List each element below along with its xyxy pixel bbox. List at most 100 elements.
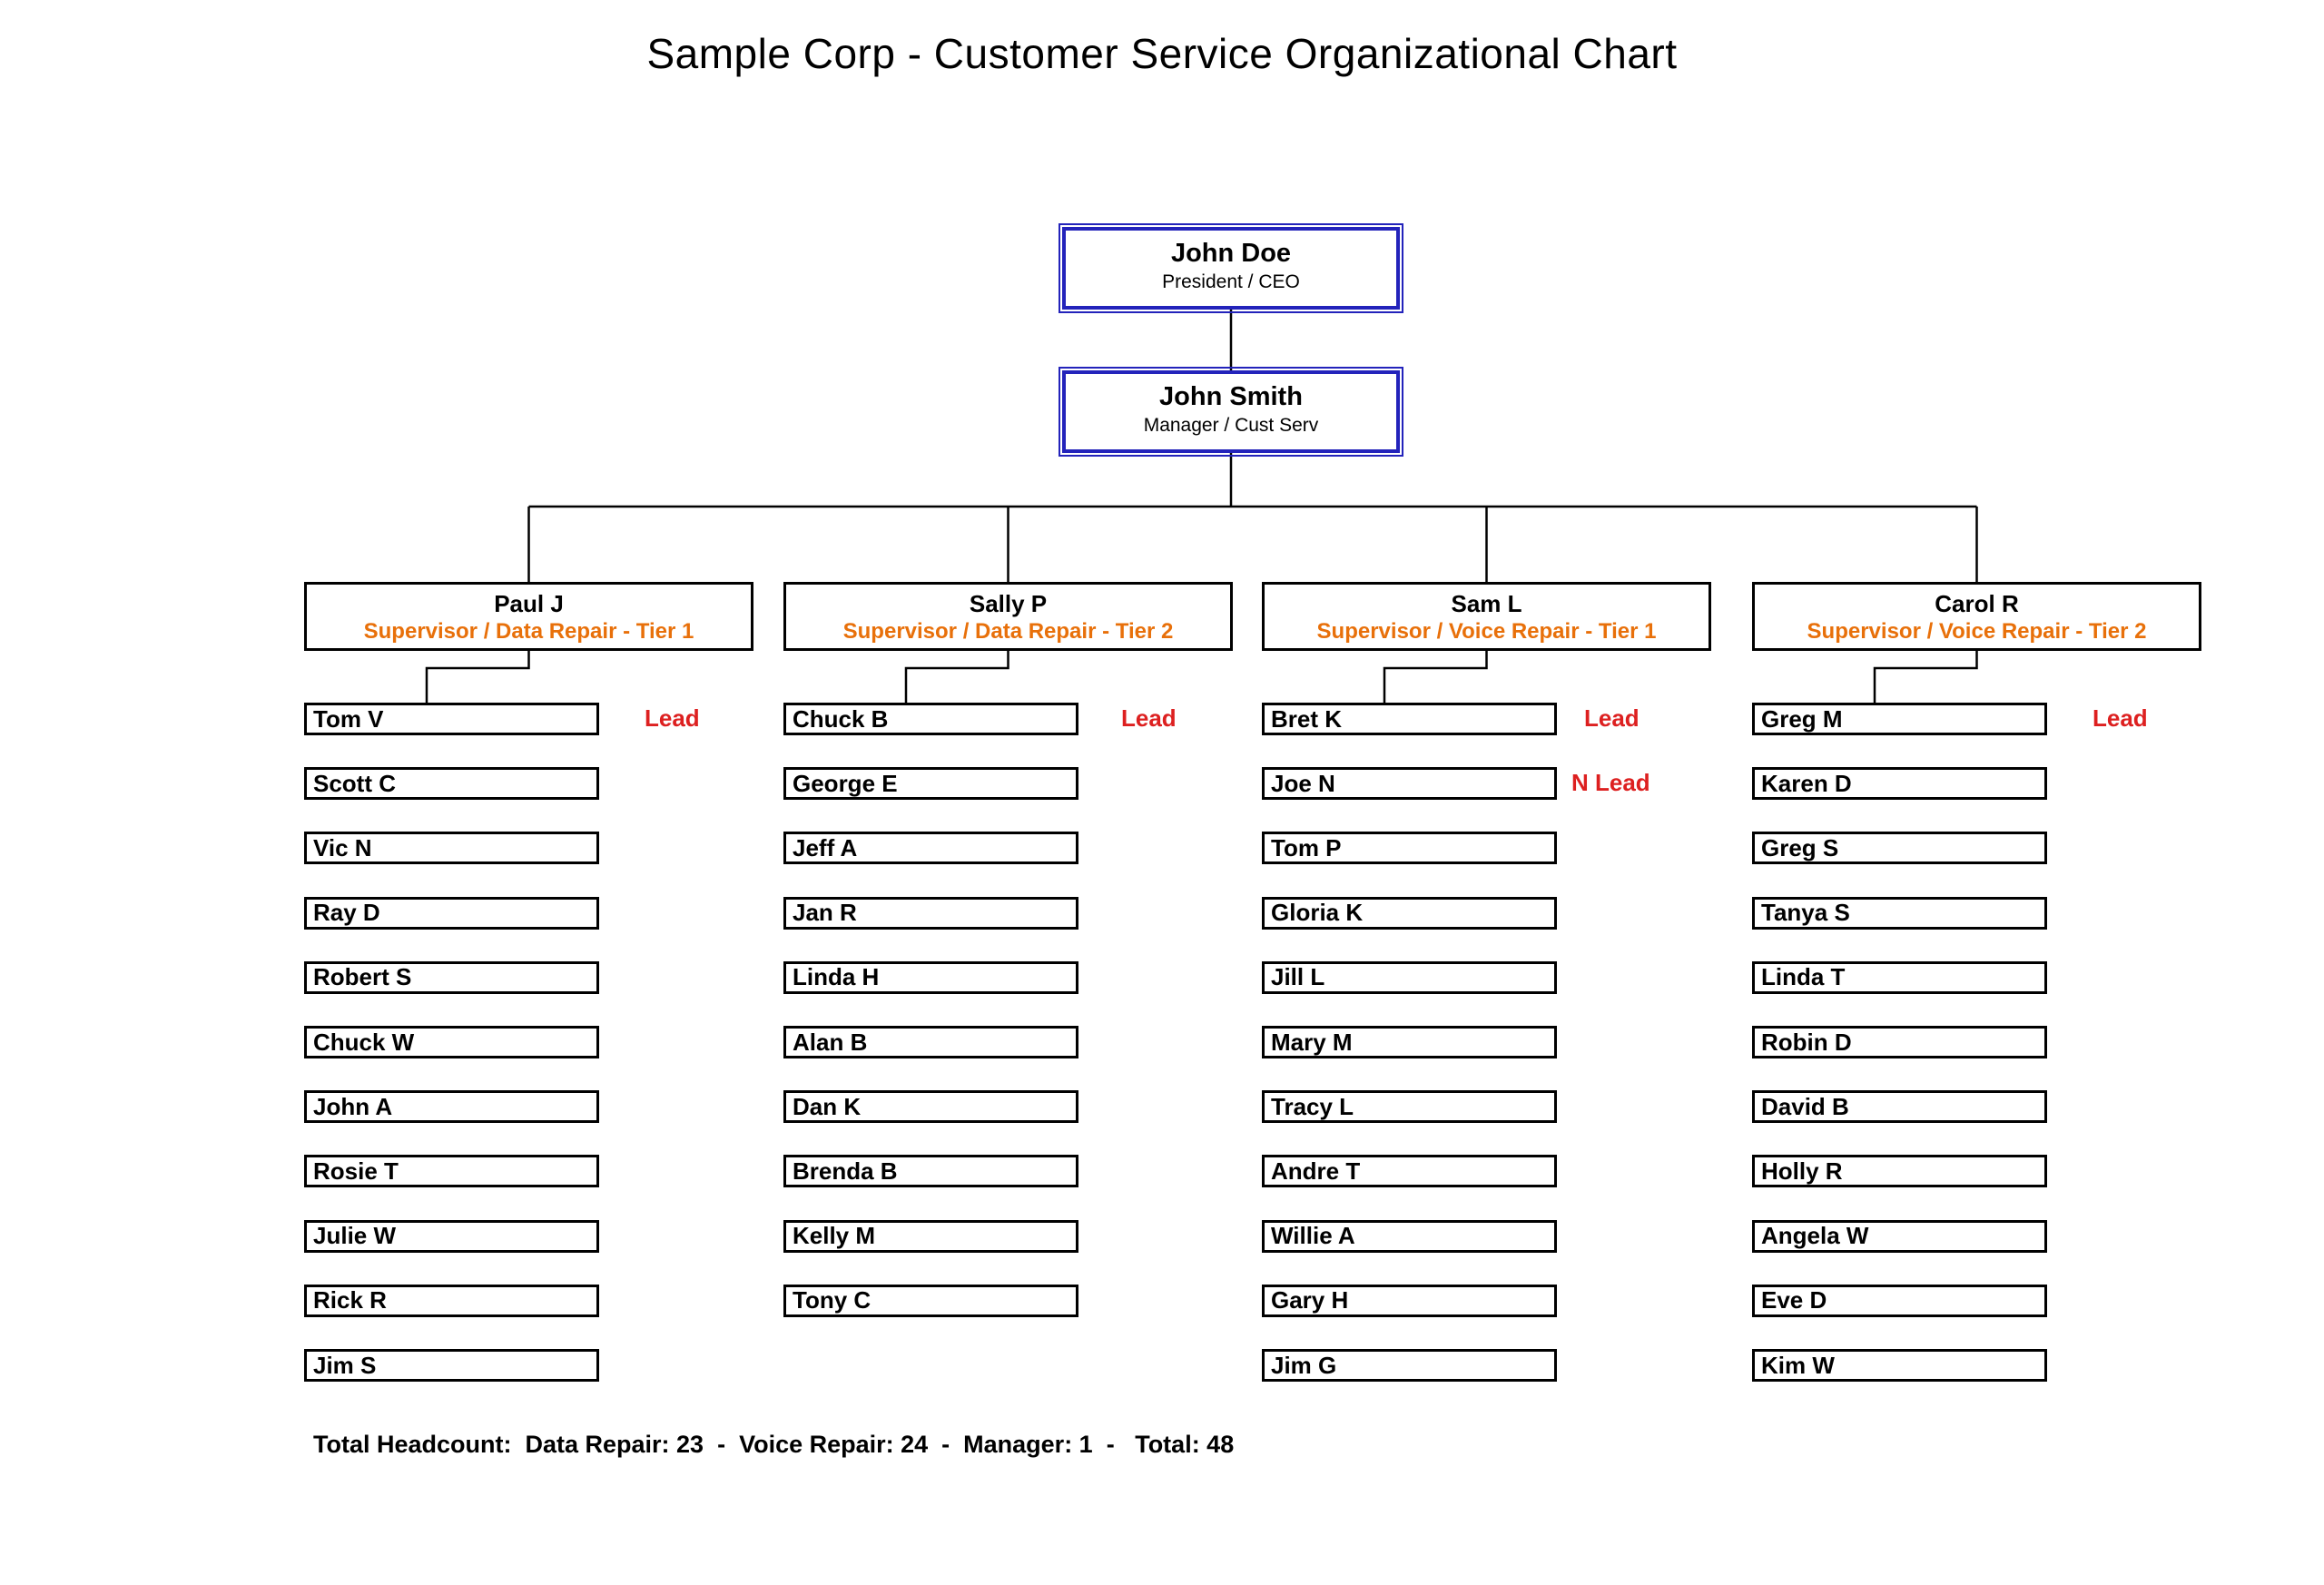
manager-name: John Smith [1159,382,1303,411]
member-box: Eve D [1752,1284,2047,1317]
supervisor-role: Supervisor / Voice Repair - Tier 2 [1807,619,2147,644]
supervisor-role: Supervisor / Data Repair - Tier 2 [842,619,1174,644]
member-name: Andre T [1271,1157,1361,1185]
member-box: Rick R [304,1284,599,1317]
headcount-summary: Total Headcount: Data Repair: 23 - Voice… [313,1431,1235,1458]
member-box: Jim S [304,1349,599,1382]
ceo-role: President / CEO [1162,271,1300,292]
member-name: Bret K [1271,704,1343,733]
member-box: Rosie T [304,1155,599,1188]
member-name: Gloria K [1271,899,1364,927]
member-name: Holly R [1761,1157,1843,1185]
member-name: Greg S [1761,833,1839,861]
member-name: Robert S [313,963,412,991]
member-box: Robin D [1752,1026,2047,1058]
member-name: Karen D [1761,769,1852,797]
member-box: Linda H [783,960,1078,994]
member-name: Angela W [1761,1222,1869,1250]
member-name: Linda T [1761,963,1846,991]
member-name: Jill L [1271,963,1325,991]
member-box: Joe N [1262,767,1557,801]
member-name: Rosie T [313,1157,399,1185]
member-name: Tanya S [1761,899,1850,927]
ceo-box: John Doe President / CEO [1059,223,1403,313]
member-box: Holly R [1752,1155,2047,1188]
member-box: Robert S [304,960,599,994]
member-name: Scott C [313,769,396,797]
member-box: Brenda B [783,1155,1078,1188]
member-box: Chuck B [783,703,1078,735]
member-name: Joe N [1271,769,1335,797]
member-name: Vic N [313,833,372,861]
member-name: Julie W [313,1222,397,1250]
member-box: Bret K [1262,703,1557,735]
member-box: Greg S [1752,832,2047,865]
member-name: Rick R [313,1286,387,1314]
member-box: Gary H [1262,1284,1557,1317]
member-name: Jan R [793,899,857,927]
member-box: Vic N [304,832,599,865]
member-name: Alan B [793,1028,868,1056]
member-name: Chuck W [313,1028,415,1056]
lead-badge: Lead [1584,704,1640,732]
member-name: Mary M [1271,1028,1353,1056]
member-name: Willie A [1271,1222,1355,1250]
lead-badge: Lead [645,704,700,732]
member-box: Greg M [1752,703,2047,735]
member-box: Jim G [1262,1349,1557,1382]
member-box: Mary M [1262,1026,1557,1058]
member-box: Kim W [1752,1349,2047,1382]
member-name: Ray D [313,899,380,927]
member-box: Karen D [1752,767,2047,801]
supervisor-role: Supervisor / Data Repair - Tier 1 [363,619,694,644]
member-name: Brenda B [793,1157,898,1185]
manager-box: John Smith Manager / Cust Serv [1059,367,1403,457]
member-box: Alan B [783,1026,1078,1058]
member-box: Willie A [1262,1219,1557,1253]
member-box: John A [304,1090,599,1124]
member-box: Andre T [1262,1155,1557,1188]
member-box: George E [783,767,1078,801]
member-name: Linda H [793,963,880,991]
member-box: David B [1752,1090,2047,1124]
member-box: Scott C [304,767,599,801]
member-name: George E [793,769,898,797]
lead-badge: Lead [1121,704,1177,732]
supervisor-role: Supervisor / Voice Repair - Tier 1 [1316,619,1657,644]
member-name: Jim G [1271,1351,1337,1379]
member-name: Tony C [793,1286,872,1314]
member-box: Dan K [783,1090,1078,1124]
member-name: Robin D [1761,1028,1852,1056]
member-box: Jan R [783,896,1078,930]
member-name: John A [313,1092,393,1120]
supervisor-name: Carol R [1935,590,2019,617]
ceo-name: John Doe [1170,239,1292,268]
member-box: Tanya S [1752,896,2047,930]
lead-badge: Lead [2093,704,2148,732]
supervisor-name: Sally P [969,590,1048,617]
member-name: Tom V [313,704,384,733]
member-name: Tracy L [1271,1092,1354,1120]
supervisor-name: Sam L [1451,590,1522,617]
member-name: Chuck B [793,704,889,733]
member-name: Dan K [793,1092,862,1120]
member-name: Eve D [1761,1286,1827,1314]
member-name: David B [1761,1092,1849,1120]
member-name: Kelly M [793,1222,876,1250]
member-name: Tom P [1271,833,1342,861]
member-box: Angela W [1752,1219,2047,1253]
member-name: Jim S [313,1351,377,1379]
member-box: Ray D [304,896,599,930]
member-name: Kim W [1761,1351,1835,1379]
member-name: Gary H [1271,1286,1349,1314]
member-name: Greg M [1761,704,1843,733]
member-box: Tom P [1262,832,1557,865]
member-name: Jeff A [793,833,858,861]
lead-badge: N Lead [1571,769,1650,797]
supervisor-name: Paul J [494,590,564,617]
